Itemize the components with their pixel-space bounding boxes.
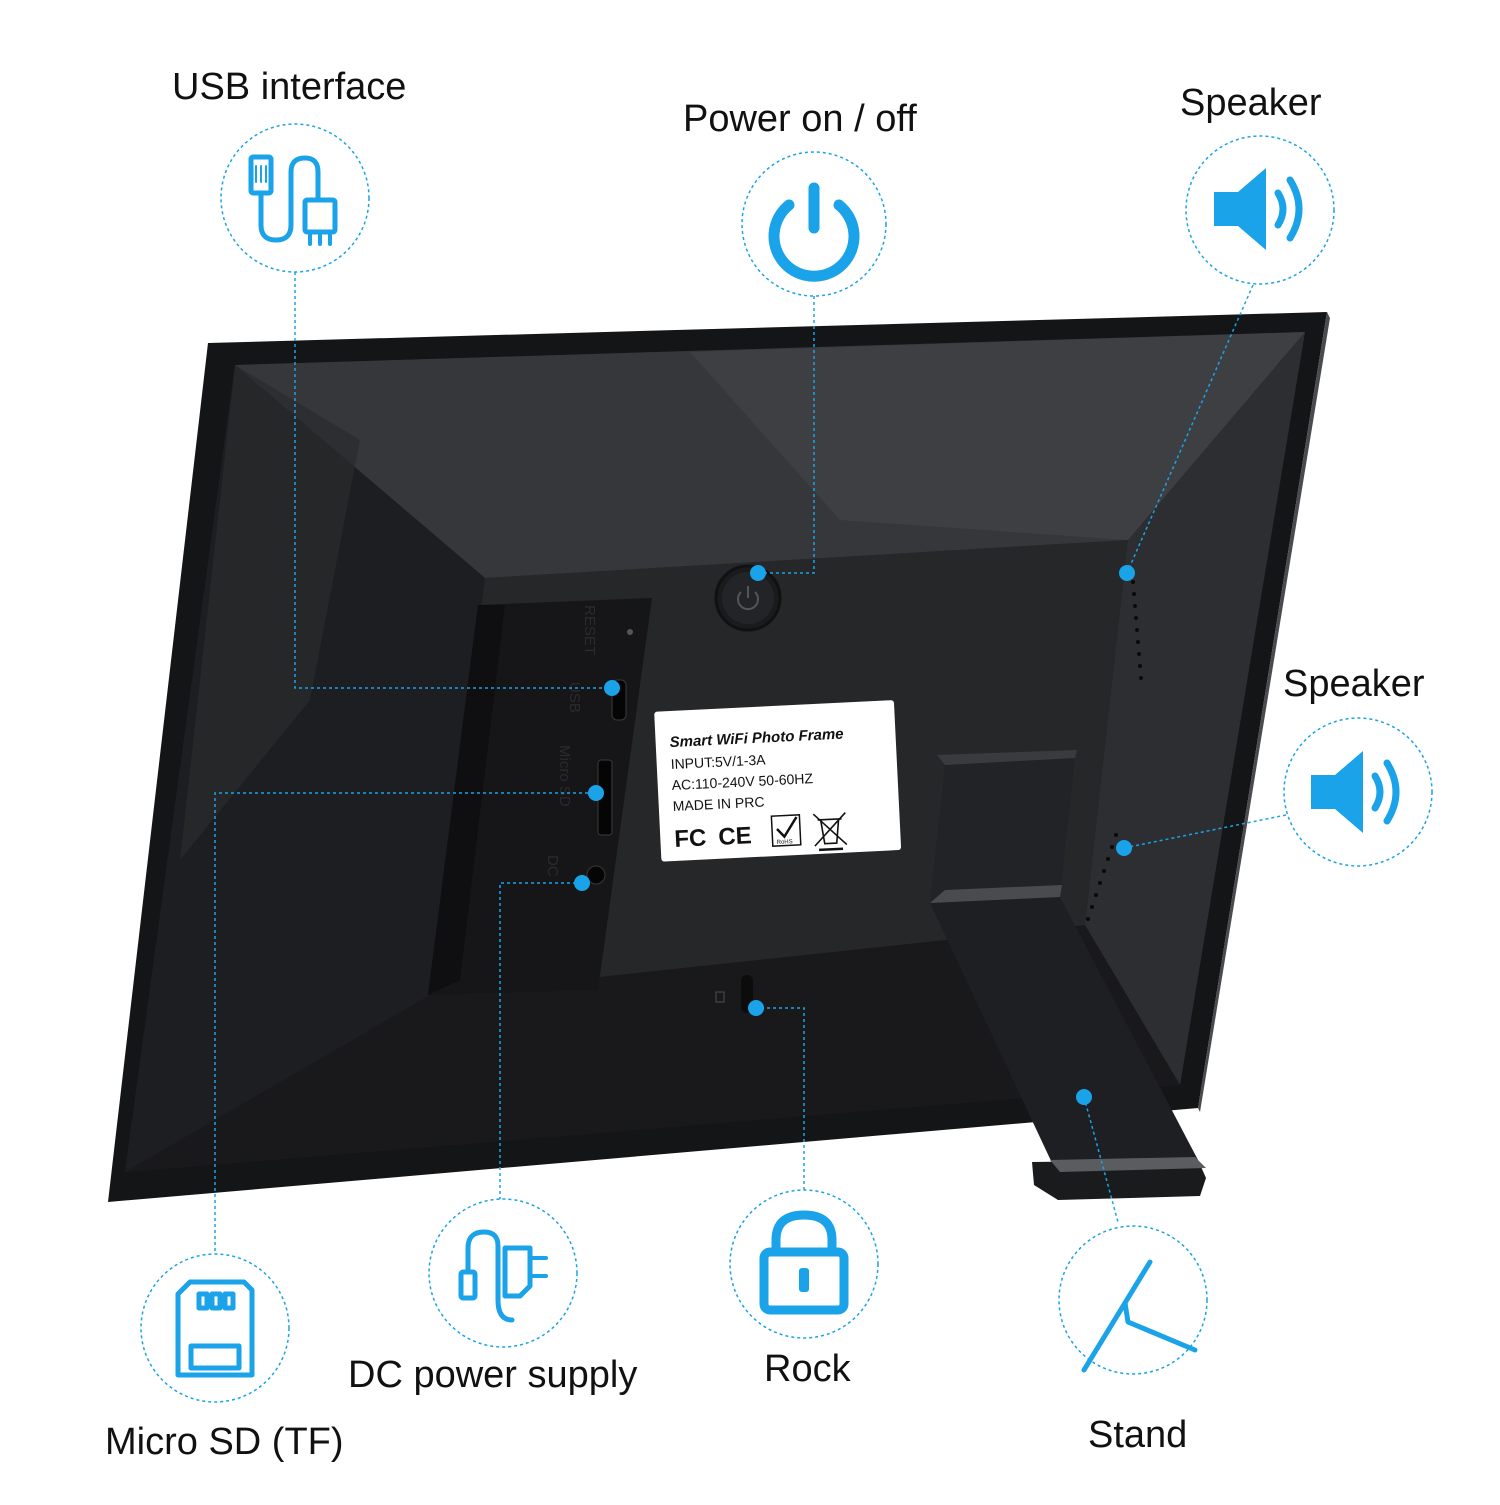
stand-base-block <box>930 758 1075 903</box>
photo-frame-back: RESET USB Micro SD DC <box>108 312 1330 1202</box>
callout-circle-stand <box>1058 1225 1208 1375</box>
label-dc-power: DC power supply <box>348 1354 638 1396</box>
lock-slot-mark <box>715 991 725 1003</box>
speaker-grille-top <box>1131 580 1143 680</box>
ce-mark: CE <box>718 822 753 851</box>
dot-usb <box>604 680 620 696</box>
rating-sticker: Smart WiFi Photo Frame INPUT:5V/1-3A AC:… <box>654 700 902 862</box>
label-speaker-top: Speaker <box>1180 82 1322 124</box>
label-microsd: Micro SD (TF) <box>105 1421 344 1463</box>
frame-edge-right <box>1198 312 1330 1112</box>
power-icon <box>768 182 860 282</box>
dot-microsd <box>588 785 604 801</box>
port-label-reset: RESET <box>581 605 598 655</box>
lock-icon <box>759 1210 849 1315</box>
fcc-mark: FC <box>674 824 707 853</box>
stand-icon <box>1081 1259 1198 1373</box>
port-label-usb-group: USB <box>566 682 583 713</box>
label-rock: Rock <box>764 1348 851 1390</box>
label-speaker-side: Speaker <box>1283 663 1425 705</box>
reset-hole[interactable] <box>627 629 633 635</box>
anchor-dots <box>574 565 1135 1105</box>
dot-stand <box>1076 1089 1092 1105</box>
callout-circle-microsd <box>140 1253 290 1403</box>
stand-top-face <box>937 750 1077 765</box>
svg-text:RoHS: RoHS <box>777 839 793 846</box>
dot-speaker-top <box>1119 565 1135 581</box>
port-label-reset-group: RESET <box>581 605 598 655</box>
power-adapter-icon <box>458 1229 548 1323</box>
label-stand: Stand <box>1088 1414 1188 1456</box>
label-usb-interface: USB interface <box>172 66 407 108</box>
weee-bin-icon <box>812 812 848 852</box>
usb-cable-icon <box>248 154 338 246</box>
speaker-grille-bottom <box>1086 833 1118 921</box>
speaker-icon <box>1214 168 1303 250</box>
callout-circle-usb <box>220 123 370 273</box>
facet-bottom <box>125 925 1180 1172</box>
stand-arm[interactable] <box>930 897 1198 1180</box>
sticker-input: INPUT:5V/1-3A <box>670 751 766 772</box>
stand-foot-top <box>1050 1157 1206 1172</box>
leader-lines <box>214 272 1287 1275</box>
leader-rock <box>758 1007 805 1190</box>
dc-port[interactable] <box>586 865 606 885</box>
facet-right <box>1085 332 1305 1085</box>
sd-card-icon <box>175 1279 255 1378</box>
port-label-microsd: Micro SD <box>556 745 573 807</box>
dot-rock <box>748 1000 764 1016</box>
leader-power <box>760 296 815 574</box>
facet-highlight-left <box>180 365 360 860</box>
dot-dc <box>574 875 590 891</box>
port-label-usb: USB <box>566 682 583 713</box>
port-label-dc-group: DC <box>544 855 561 877</box>
port-label-dc: DC <box>544 855 561 877</box>
rohs-mark: RoHS <box>770 814 802 847</box>
sticker-background <box>654 700 902 862</box>
port-label-microsd-group: Micro SD <box>556 745 573 807</box>
label-power: Power on / off <box>683 98 917 140</box>
port-recess-wall <box>428 605 505 995</box>
sticker-ac: AC:110-240V 50-60HZ <box>671 770 813 793</box>
dot-speaker-side <box>1116 840 1132 856</box>
sticker-origin: MADE IN PRC <box>672 794 764 814</box>
power-button-glyph <box>737 586 759 611</box>
dot-power <box>750 565 766 581</box>
stand-arm-side <box>930 885 1062 903</box>
facet-highlight-top <box>690 332 1305 540</box>
leader-usb <box>294 272 612 689</box>
speaker-icon-side <box>1311 751 1400 833</box>
leader-microsd <box>214 792 596 1275</box>
leader-speaker-top <box>1126 284 1254 574</box>
